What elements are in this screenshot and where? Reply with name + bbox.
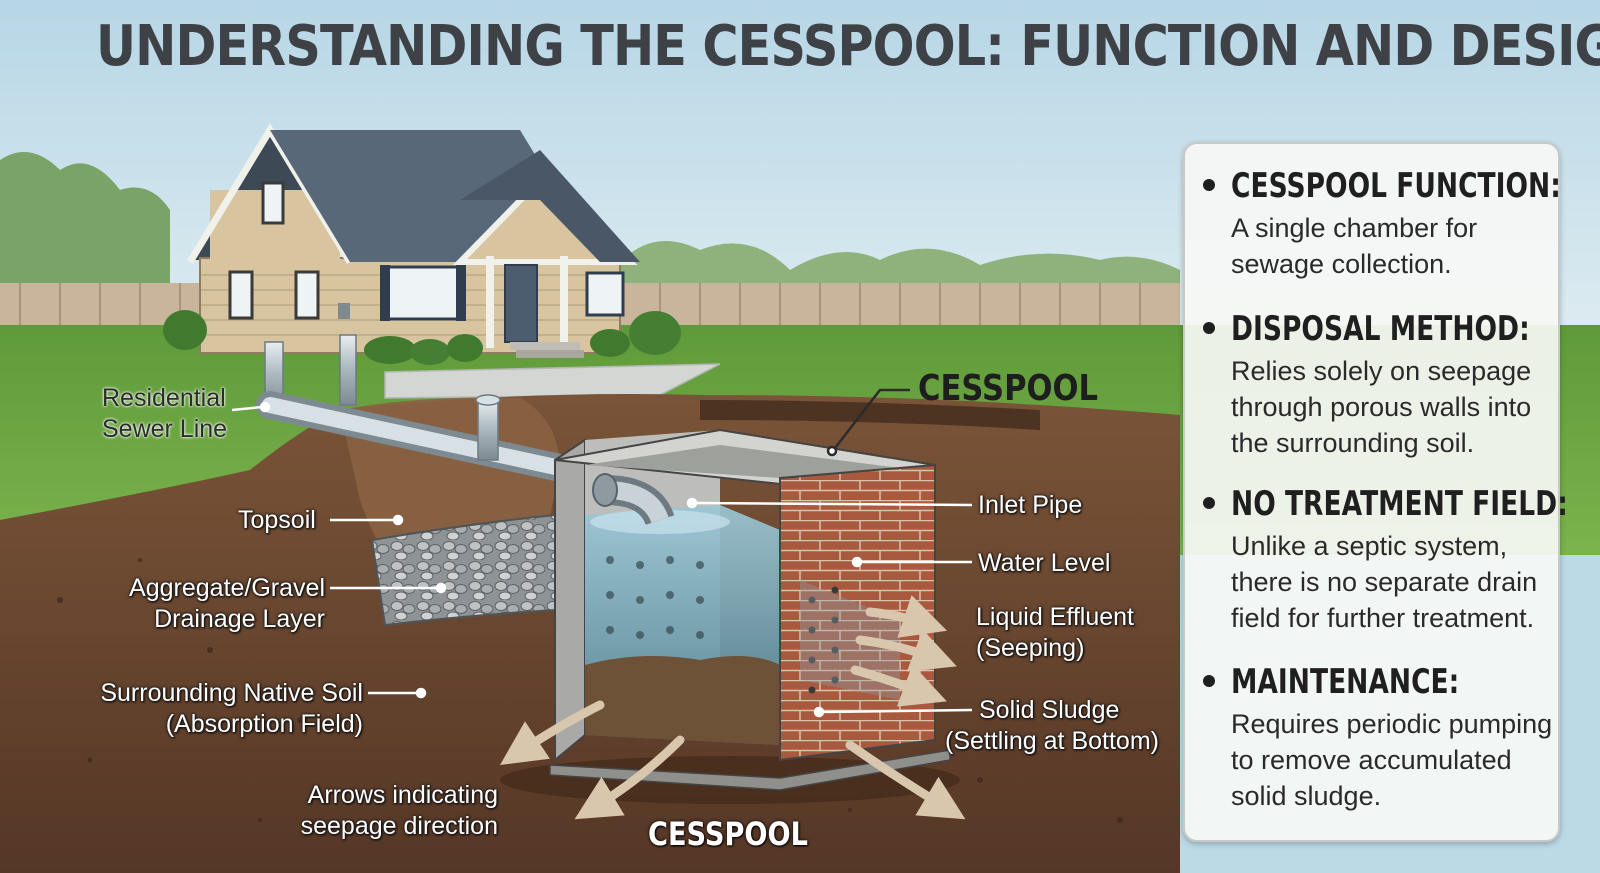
seepage-arrows	[500, 595, 966, 820]
cesspool-top-label: CESSPOOL	[918, 368, 1099, 409]
sewer-pipe	[256, 334, 574, 482]
label-liquid-effluent: Liquid Effluent (Seeping)	[976, 603, 1134, 662]
label-residential-sewer-line: Residential Sewer Line	[102, 384, 228, 443]
label-solid-sludge: Solid Sludge (Settling at Bottom)	[945, 696, 1159, 755]
bullet-icon	[1203, 675, 1215, 687]
label-topsoil: Topsoil	[238, 506, 316, 534]
info-body: Unlike a septic system,there is no separ…	[1231, 531, 1538, 633]
label-native-soil: Surrounding Native Soil (Absorption Fiel…	[100, 679, 363, 738]
info-heading: DISPOSAL METHOD:	[1231, 309, 1530, 349]
bullet-icon	[1203, 322, 1215, 334]
info-heading: MAINTENANCE:	[1231, 662, 1460, 702]
label-inlet-pipe: Inlet Pipe	[978, 491, 1083, 519]
page-title: UNDERSTANDING THE CESSPOOL: FUNCTION AND…	[96, 14, 1600, 79]
label-water-level: Water Level	[978, 549, 1111, 577]
label-aggregate: Aggregate/Gravel Drainage Layer	[129, 574, 325, 633]
cesspool-bottom-label: CESSPOOL	[648, 815, 809, 853]
info-heading: NO TREATMENT FIELD:	[1231, 484, 1568, 524]
label-arrows-note: Arrows indicating seepage direction	[300, 781, 498, 840]
info-heading: CESSPOOL FUNCTION:	[1231, 166, 1561, 206]
bullet-icon	[1203, 179, 1215, 191]
bullet-icon	[1203, 497, 1215, 509]
house	[163, 123, 681, 365]
